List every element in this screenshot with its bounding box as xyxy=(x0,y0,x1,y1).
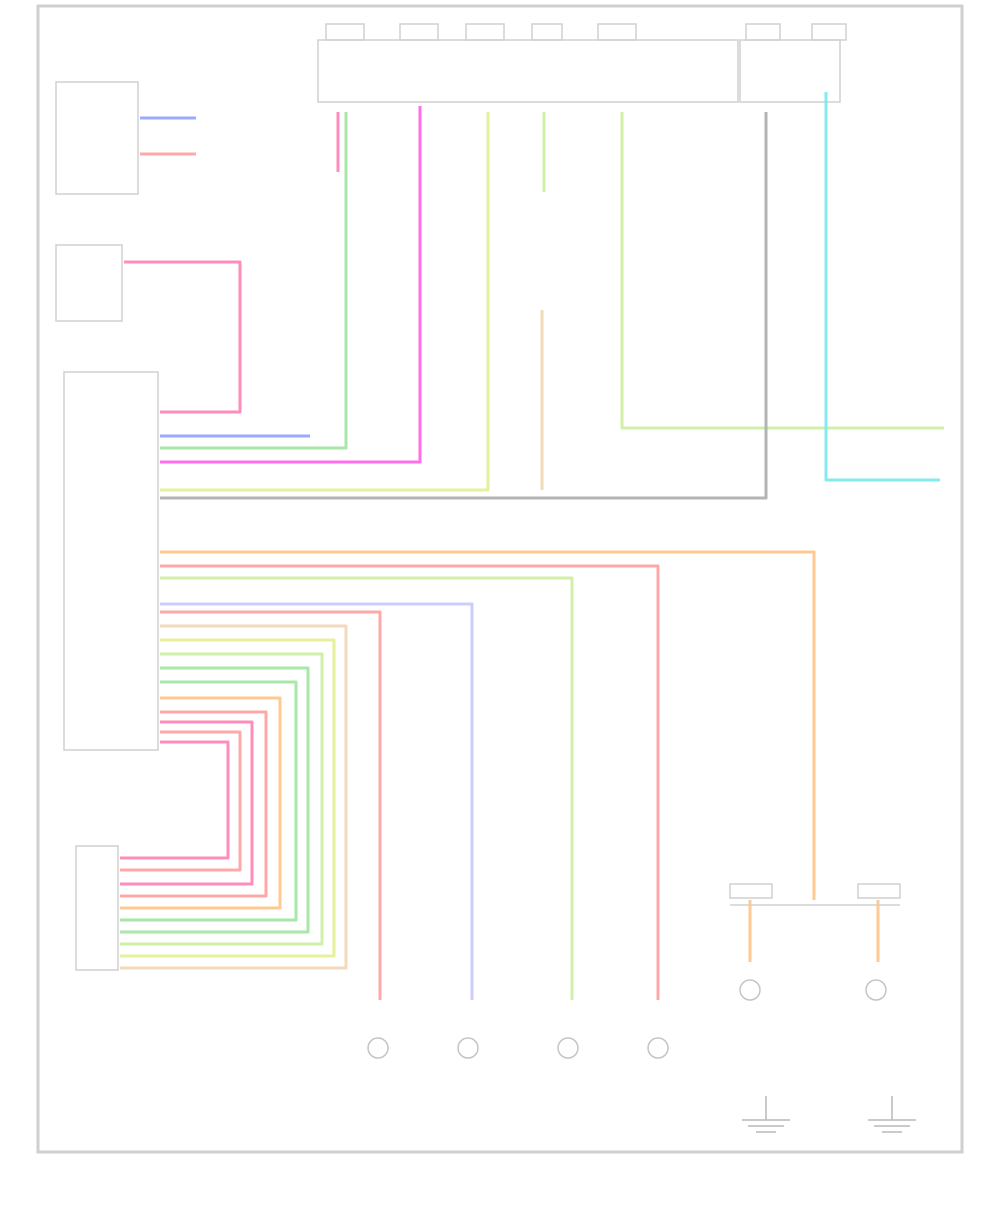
wire-3 xyxy=(124,260,242,414)
fuse-tab-2 xyxy=(399,23,439,41)
wire-26 xyxy=(120,696,282,910)
switch-symbol-6 xyxy=(865,979,887,1001)
wire-6 xyxy=(160,106,422,464)
wire-17 xyxy=(160,602,474,1000)
fuse-tab-6 xyxy=(745,23,781,41)
switch-symbol-5 xyxy=(739,979,761,1001)
wire-23 xyxy=(120,652,324,946)
lower-connector-box xyxy=(75,845,119,971)
top-block-right xyxy=(739,39,841,103)
left-upper-components xyxy=(55,81,159,971)
switch-symbol-2 xyxy=(457,1037,479,1059)
wire-24 xyxy=(120,666,310,934)
wire-29 xyxy=(120,730,242,872)
wire-10 xyxy=(620,112,944,430)
wire-22 xyxy=(120,638,336,958)
ground-symbol-1 xyxy=(742,1096,790,1133)
top-connector-block xyxy=(317,23,847,103)
switch-symbol-4 xyxy=(647,1037,669,1059)
wire-16 xyxy=(160,576,574,1000)
switch-symbol-3 xyxy=(557,1037,579,1059)
switch-symbol-1 xyxy=(367,1037,389,1059)
wire-5 xyxy=(160,112,348,450)
diagram-frame xyxy=(36,4,964,1154)
fuse-tab-3 xyxy=(465,23,505,41)
control-unit-box xyxy=(63,371,159,751)
bottom-tab-1 xyxy=(729,883,773,899)
fuse-tab-4 xyxy=(531,23,563,41)
fuse-tab-1 xyxy=(325,23,365,41)
wire-7 xyxy=(160,112,490,492)
wire-12 xyxy=(824,92,940,482)
ground-symbol-2 xyxy=(868,1096,916,1133)
fuse-tab-5 xyxy=(597,23,637,41)
top-block-left xyxy=(317,39,739,103)
ground-symbols xyxy=(742,1096,916,1133)
wire-21 xyxy=(120,624,348,970)
component-box-1 xyxy=(55,81,139,195)
wire-28 xyxy=(120,720,254,886)
wire-30 xyxy=(120,740,230,860)
fuse-tab-7 xyxy=(811,23,847,41)
wire-27 xyxy=(120,710,268,898)
wire-18 xyxy=(160,610,382,1000)
wire-15 xyxy=(160,564,660,1000)
bottom-components xyxy=(729,883,901,906)
bottom-switch-symbols xyxy=(367,979,887,1059)
component-box-2 xyxy=(55,244,123,322)
wire-14 xyxy=(160,550,816,900)
wires xyxy=(120,92,944,1000)
wire-11 xyxy=(160,112,768,500)
wire-25 xyxy=(120,680,298,922)
bottom-tab-2 xyxy=(857,883,901,899)
